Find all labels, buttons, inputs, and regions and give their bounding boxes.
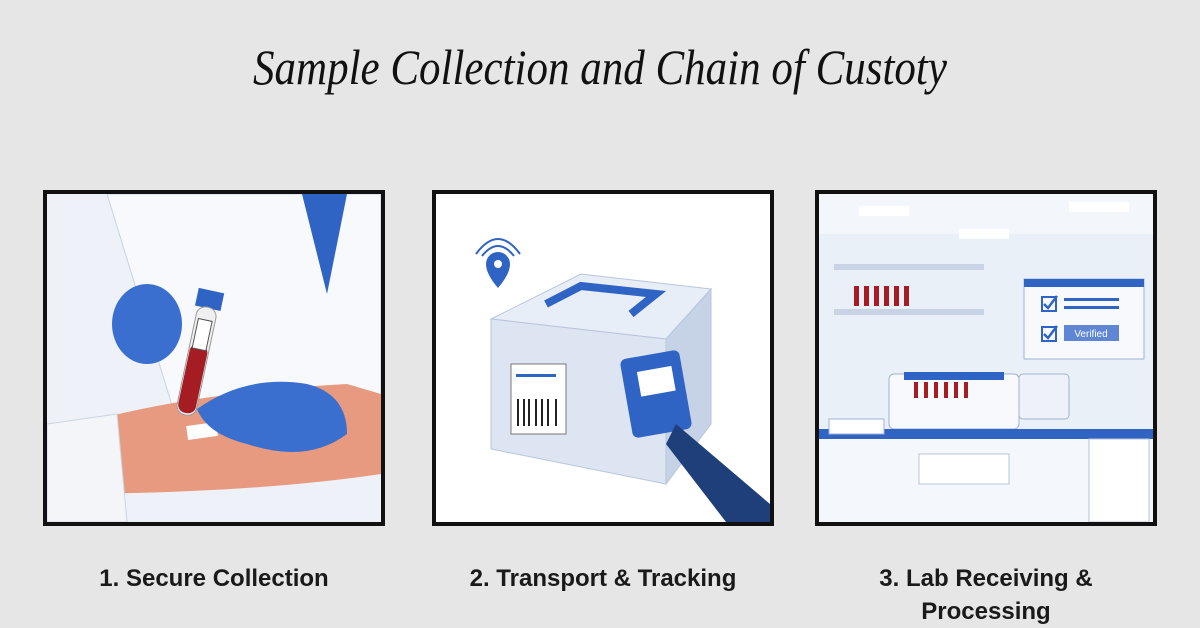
caption-lab-receiving: 3. Lab Receiving & Processing (796, 562, 1176, 628)
lab-illustration: Verified (819, 194, 1153, 522)
caption-secure-collection: 1. Secure Collection (99, 565, 329, 592)
caption-line-1: 3. Lab Receiving & (879, 565, 1093, 592)
verified-text: Verified (1074, 329, 1107, 340)
checkbox-icon (1041, 296, 1057, 312)
caption-line-2: Processing (921, 598, 1051, 625)
panel-lab-receiving: Verified (815, 190, 1157, 526)
transport-box-illustration (436, 194, 770, 522)
gloved-hand-right (197, 381, 347, 452)
page-title: Sample Collection and Chain of Custoty (253, 39, 947, 95)
blood-tube-icon (176, 287, 225, 416)
shelf (834, 264, 984, 270)
verified-badge (1064, 325, 1119, 341)
panel-secure-collection (43, 190, 385, 526)
tie-icon (302, 194, 347, 294)
gloved-hand-left (112, 284, 182, 364)
panel-transport-tracking (432, 190, 774, 526)
barcode-icon (517, 399, 557, 426)
blood-draw-illustration (47, 194, 381, 522)
lab-bench (819, 429, 1153, 439)
monitor-screen (1023, 278, 1145, 360)
sleeve (666, 424, 770, 522)
caption-transport-tracking: 2. Transport & Tracking (469, 565, 737, 592)
checkbox-icon (1041, 326, 1057, 342)
location-pin-icon (475, 238, 521, 288)
